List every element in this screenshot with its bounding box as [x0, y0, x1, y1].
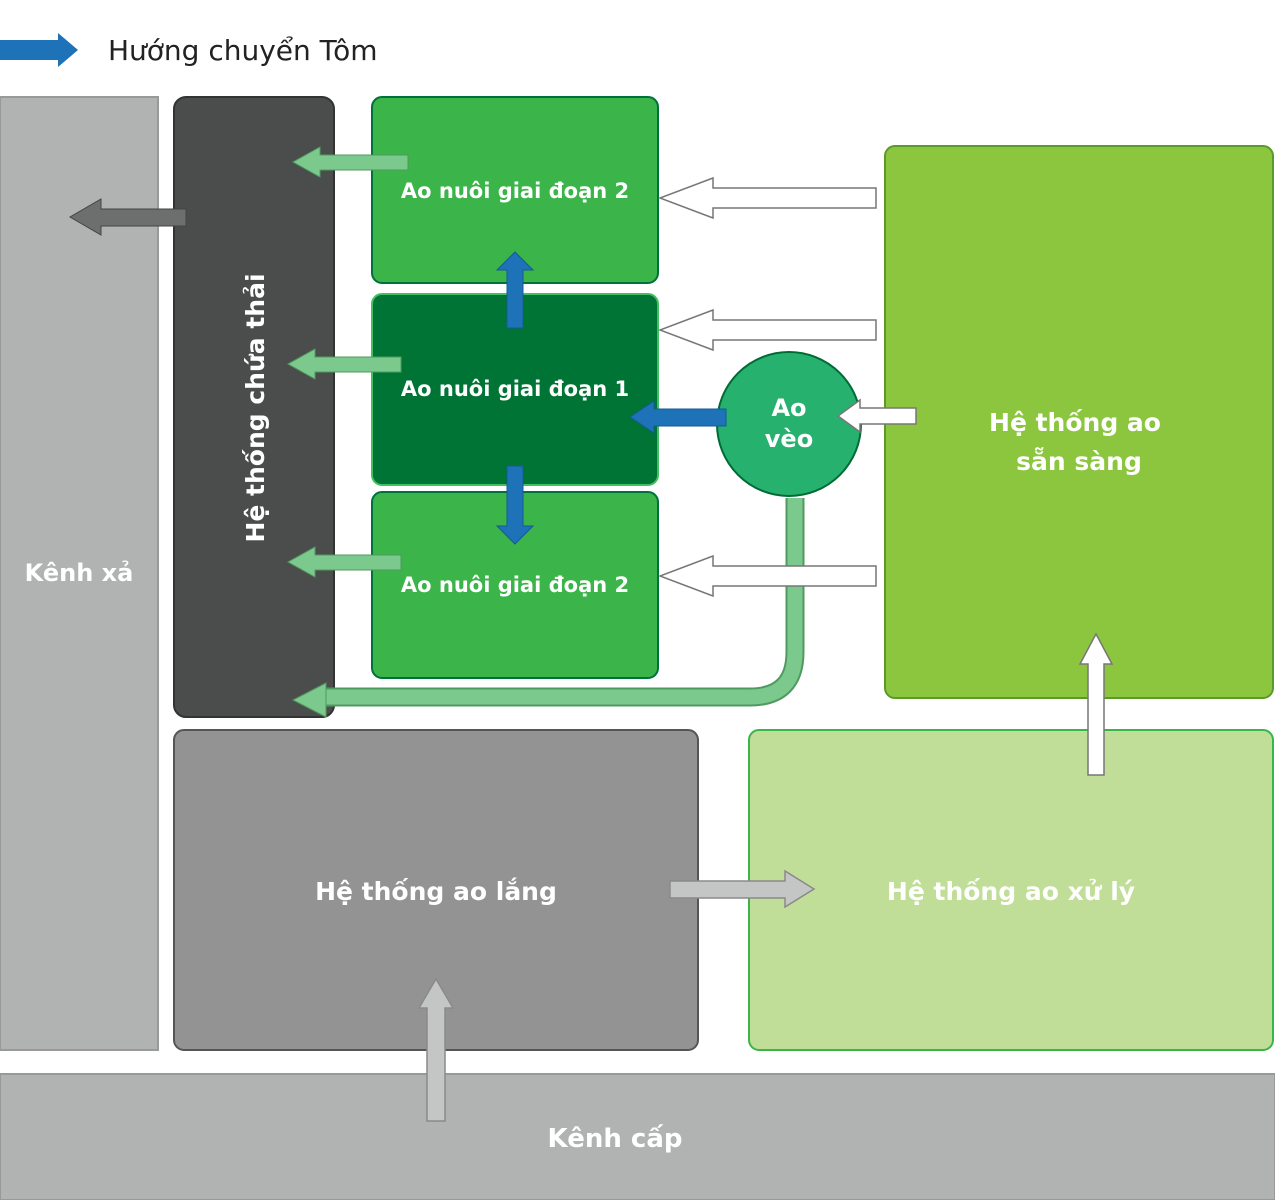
supply-arrow-to-gd2-bottom — [657, 554, 877, 598]
kenh-cap-block — [0, 1073, 1275, 1200]
ao-san-sang-label-line2: sẵn sàng — [1016, 447, 1142, 476]
discharge-arrow-to-kenh-xa — [69, 198, 187, 236]
ao-veo-circle — [716, 351, 862, 497]
shrimp-arrow-ao-veo-to-gd1 — [629, 400, 727, 434]
ao-nuoi-gd1-label: Ao nuôi giai đoạn 1 — [401, 377, 629, 401]
ao-nuoi-gd2-top-label: Ao nuôi giai đoạn 2 — [401, 179, 629, 203]
kenh-cap-label: Kênh cấp — [548, 1123, 683, 1154]
waste-arrow-gd1 — [286, 348, 402, 380]
ao-lang-label: Hệ thống ao lắng — [315, 877, 557, 906]
ao-veo-label-line2: vèo — [765, 425, 813, 453]
legend-label: Hướng chuyển Tôm — [108, 34, 378, 67]
ao-nuoi-gd2-bottom-label: Ao nuôi giai đoạn 2 — [401, 573, 629, 597]
ao-san-sang-label-line1: Hệ thống ao — [989, 408, 1161, 437]
supply-arrow-to-ao-veo — [836, 398, 917, 434]
legend: Hướng chuyển Tôm — [0, 33, 378, 67]
legend-shrimp-arrow — [0, 33, 78, 67]
supply-arrow-to-gd2-top — [657, 176, 877, 220]
shrimp-arrow-gd1-to-gd2-bottom — [495, 465, 535, 545]
ao-xu-ly-label: Hệ thống ao xử lý — [887, 877, 1135, 906]
supply-arrow-xu-ly-to-san-sang — [1078, 632, 1114, 776]
waste-arrow-gd2-top — [291, 146, 409, 178]
kenh-xa-block — [0, 96, 159, 1051]
flow-arrow-lang-to-xu-ly — [669, 869, 816, 909]
shrimp-arrow-gd1-to-gd2-top — [495, 251, 535, 329]
flow-arrow-kenh-cap-to-lang — [417, 977, 455, 1122]
kenh-xa-label: Kênh xả — [25, 559, 134, 587]
ao-veo-label-line1: Ao — [771, 394, 806, 422]
chua-thai-label: Hệ thống chứa thải — [241, 273, 270, 542]
waste-arrow-gd2-bottom — [286, 546, 402, 578]
ao-veo-waste-pipe-fill — [318, 498, 803, 705]
ao-veo-waste-arrowhead — [291, 682, 327, 718]
supply-arrow-to-gd1 — [657, 308, 877, 352]
